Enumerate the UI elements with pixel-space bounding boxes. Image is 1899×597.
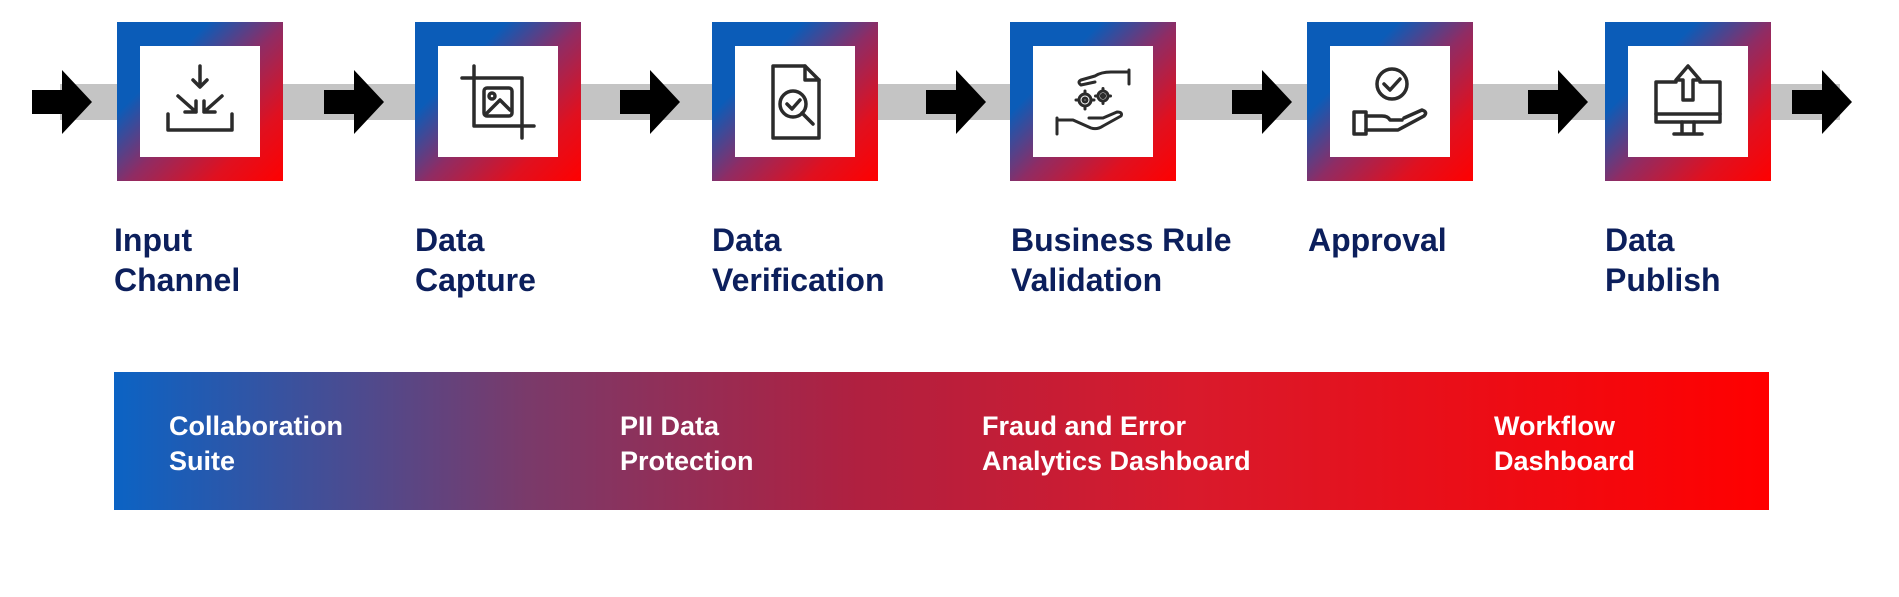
step-label-line: Channel <box>114 262 241 298</box>
step-label-line: Data <box>712 222 782 258</box>
step-label-input-channel: Input Channel <box>114 220 240 300</box>
feature-label-line: Fraud and Error <box>982 411 1187 441</box>
step-icon-frame <box>1628 46 1748 157</box>
feature-label-line: Protection <box>620 446 754 476</box>
flow-arrow-6 <box>1528 70 1588 134</box>
step-business-rule-validation <box>1010 22 1176 181</box>
flow-arrow-5 <box>1232 70 1292 134</box>
monitor-upload-icon <box>1654 63 1722 136</box>
step-label-line: Publish <box>1605 262 1721 298</box>
step-label-data-publish: Data Publish <box>1605 220 1721 300</box>
step-label-line: Approval <box>1308 222 1447 258</box>
feature-workflow-dashboard: Workflow Dashboard <box>1494 409 1635 479</box>
step-input-channel <box>117 22 283 181</box>
step-icon-frame <box>140 46 260 157</box>
step-label-line: Verification <box>712 262 885 298</box>
feature-label-line: Suite <box>169 446 236 476</box>
step-icon-frame <box>438 46 558 157</box>
feature-collaboration-suite: Collaboration Suite <box>169 409 343 479</box>
step-label-data-capture: Data Capture <box>415 220 536 300</box>
crop-image-icon <box>460 63 536 140</box>
step-label-line: Validation <box>1011 262 1163 298</box>
step-label-line: Data <box>415 222 485 258</box>
hand-check-icon <box>1352 66 1428 136</box>
inbox-download-icon <box>166 63 234 132</box>
step-icon-frame <box>1033 46 1153 157</box>
feature-label-line: Analytics Dashboard <box>982 446 1251 476</box>
step-approval <box>1307 22 1473 181</box>
step-label-line: Capture <box>415 262 536 298</box>
step-icon-frame <box>735 46 855 157</box>
flow-arrow-3 <box>620 70 680 134</box>
step-icon-frame <box>1330 46 1450 157</box>
feature-label-line: Workflow <box>1494 411 1615 441</box>
feature-label-line: Dashboard <box>1494 446 1636 476</box>
step-data-publish <box>1605 22 1771 181</box>
feature-fraud-error-analytics-dashboard: Fraud and Error Analytics Dashboard <box>982 409 1251 479</box>
platform-features-bar: Collaboration Suite PII Data Protection … <box>114 372 1769 510</box>
step-label-line: Input <box>114 222 193 258</box>
feature-label-line: Collaboration <box>169 411 343 441</box>
flow-arrow-1 <box>32 70 92 134</box>
step-label-line: Data <box>1605 222 1675 258</box>
step-label-approval: Approval <box>1308 220 1447 260</box>
step-data-verification <box>712 22 878 181</box>
step-data-capture <box>415 22 581 181</box>
feature-pii-data-protection: PII Data Protection <box>620 409 754 479</box>
step-label-business-rule-validation: Business Rule Validation <box>1011 220 1232 300</box>
flow-arrow-2 <box>324 70 384 134</box>
step-label-line: Business Rule <box>1011 222 1232 258</box>
document-search-check-icon <box>771 63 821 140</box>
hands-gears-icon <box>1055 68 1131 135</box>
flow-arrow-7 <box>1792 70 1852 134</box>
flow-arrow-4 <box>926 70 986 134</box>
step-label-data-verification: Data Verification <box>712 220 885 300</box>
feature-label-line: PII Data <box>620 411 720 441</box>
